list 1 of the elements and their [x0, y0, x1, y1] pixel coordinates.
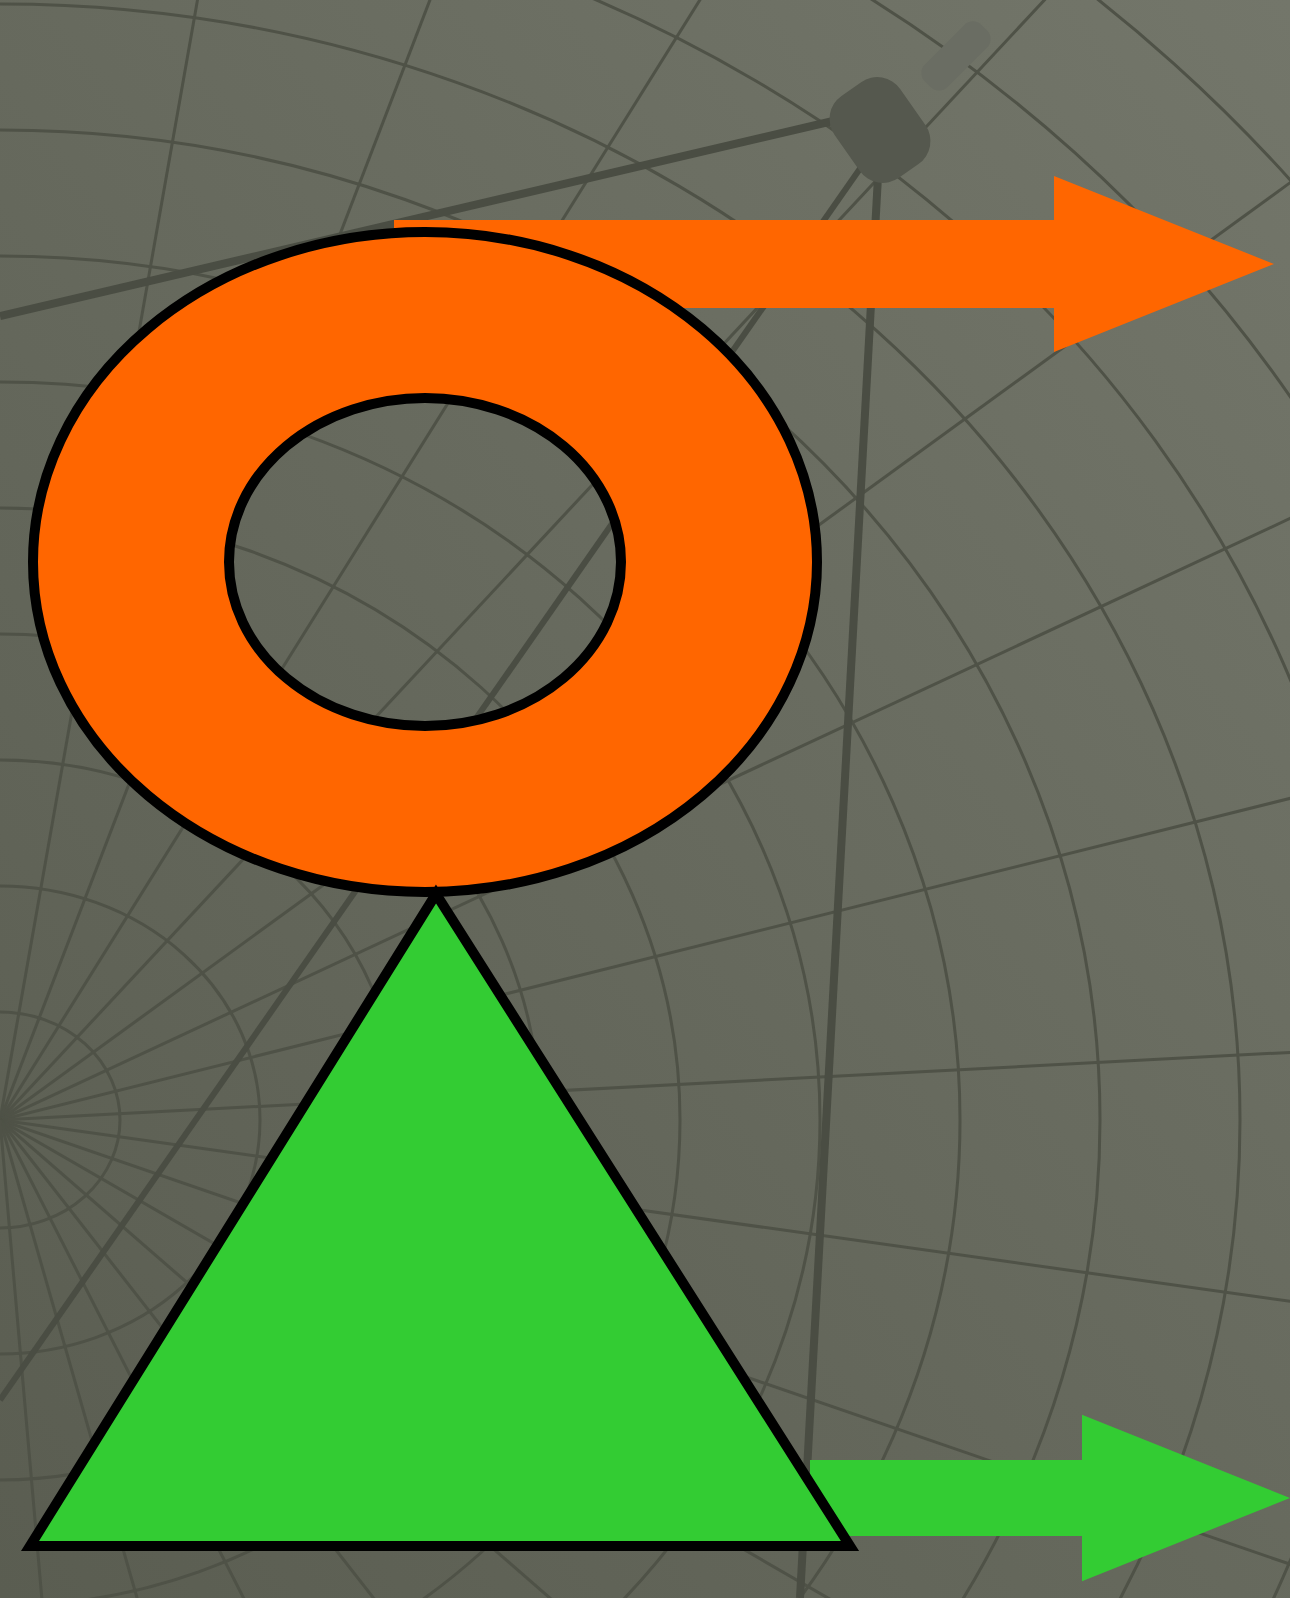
block-arrow [810, 1414, 1290, 1582]
